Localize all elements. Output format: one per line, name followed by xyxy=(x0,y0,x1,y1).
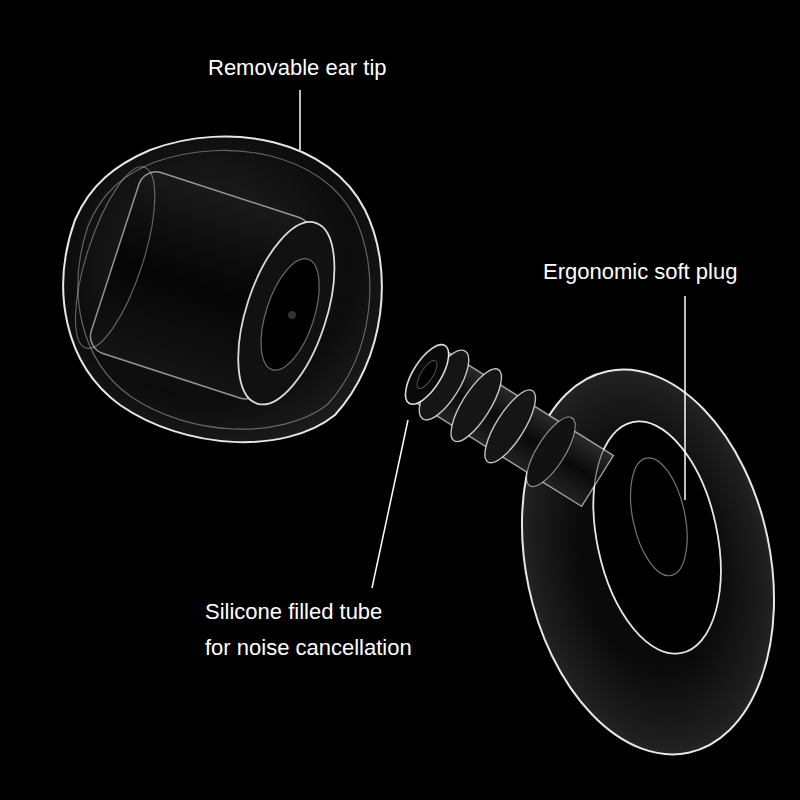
soft-plug xyxy=(393,331,800,778)
part-label: Ergonomic soft plug xyxy=(543,254,737,290)
silicone-tube xyxy=(393,331,620,516)
part-label: Silicone filled tube for noise cancellat… xyxy=(205,594,413,666)
leader-line xyxy=(299,90,301,150)
part-label: Removable ear tip xyxy=(208,50,387,86)
leader-line xyxy=(372,420,408,588)
ear-tip xyxy=(59,137,382,443)
leader-lines xyxy=(300,90,685,588)
leader-line xyxy=(684,296,686,500)
